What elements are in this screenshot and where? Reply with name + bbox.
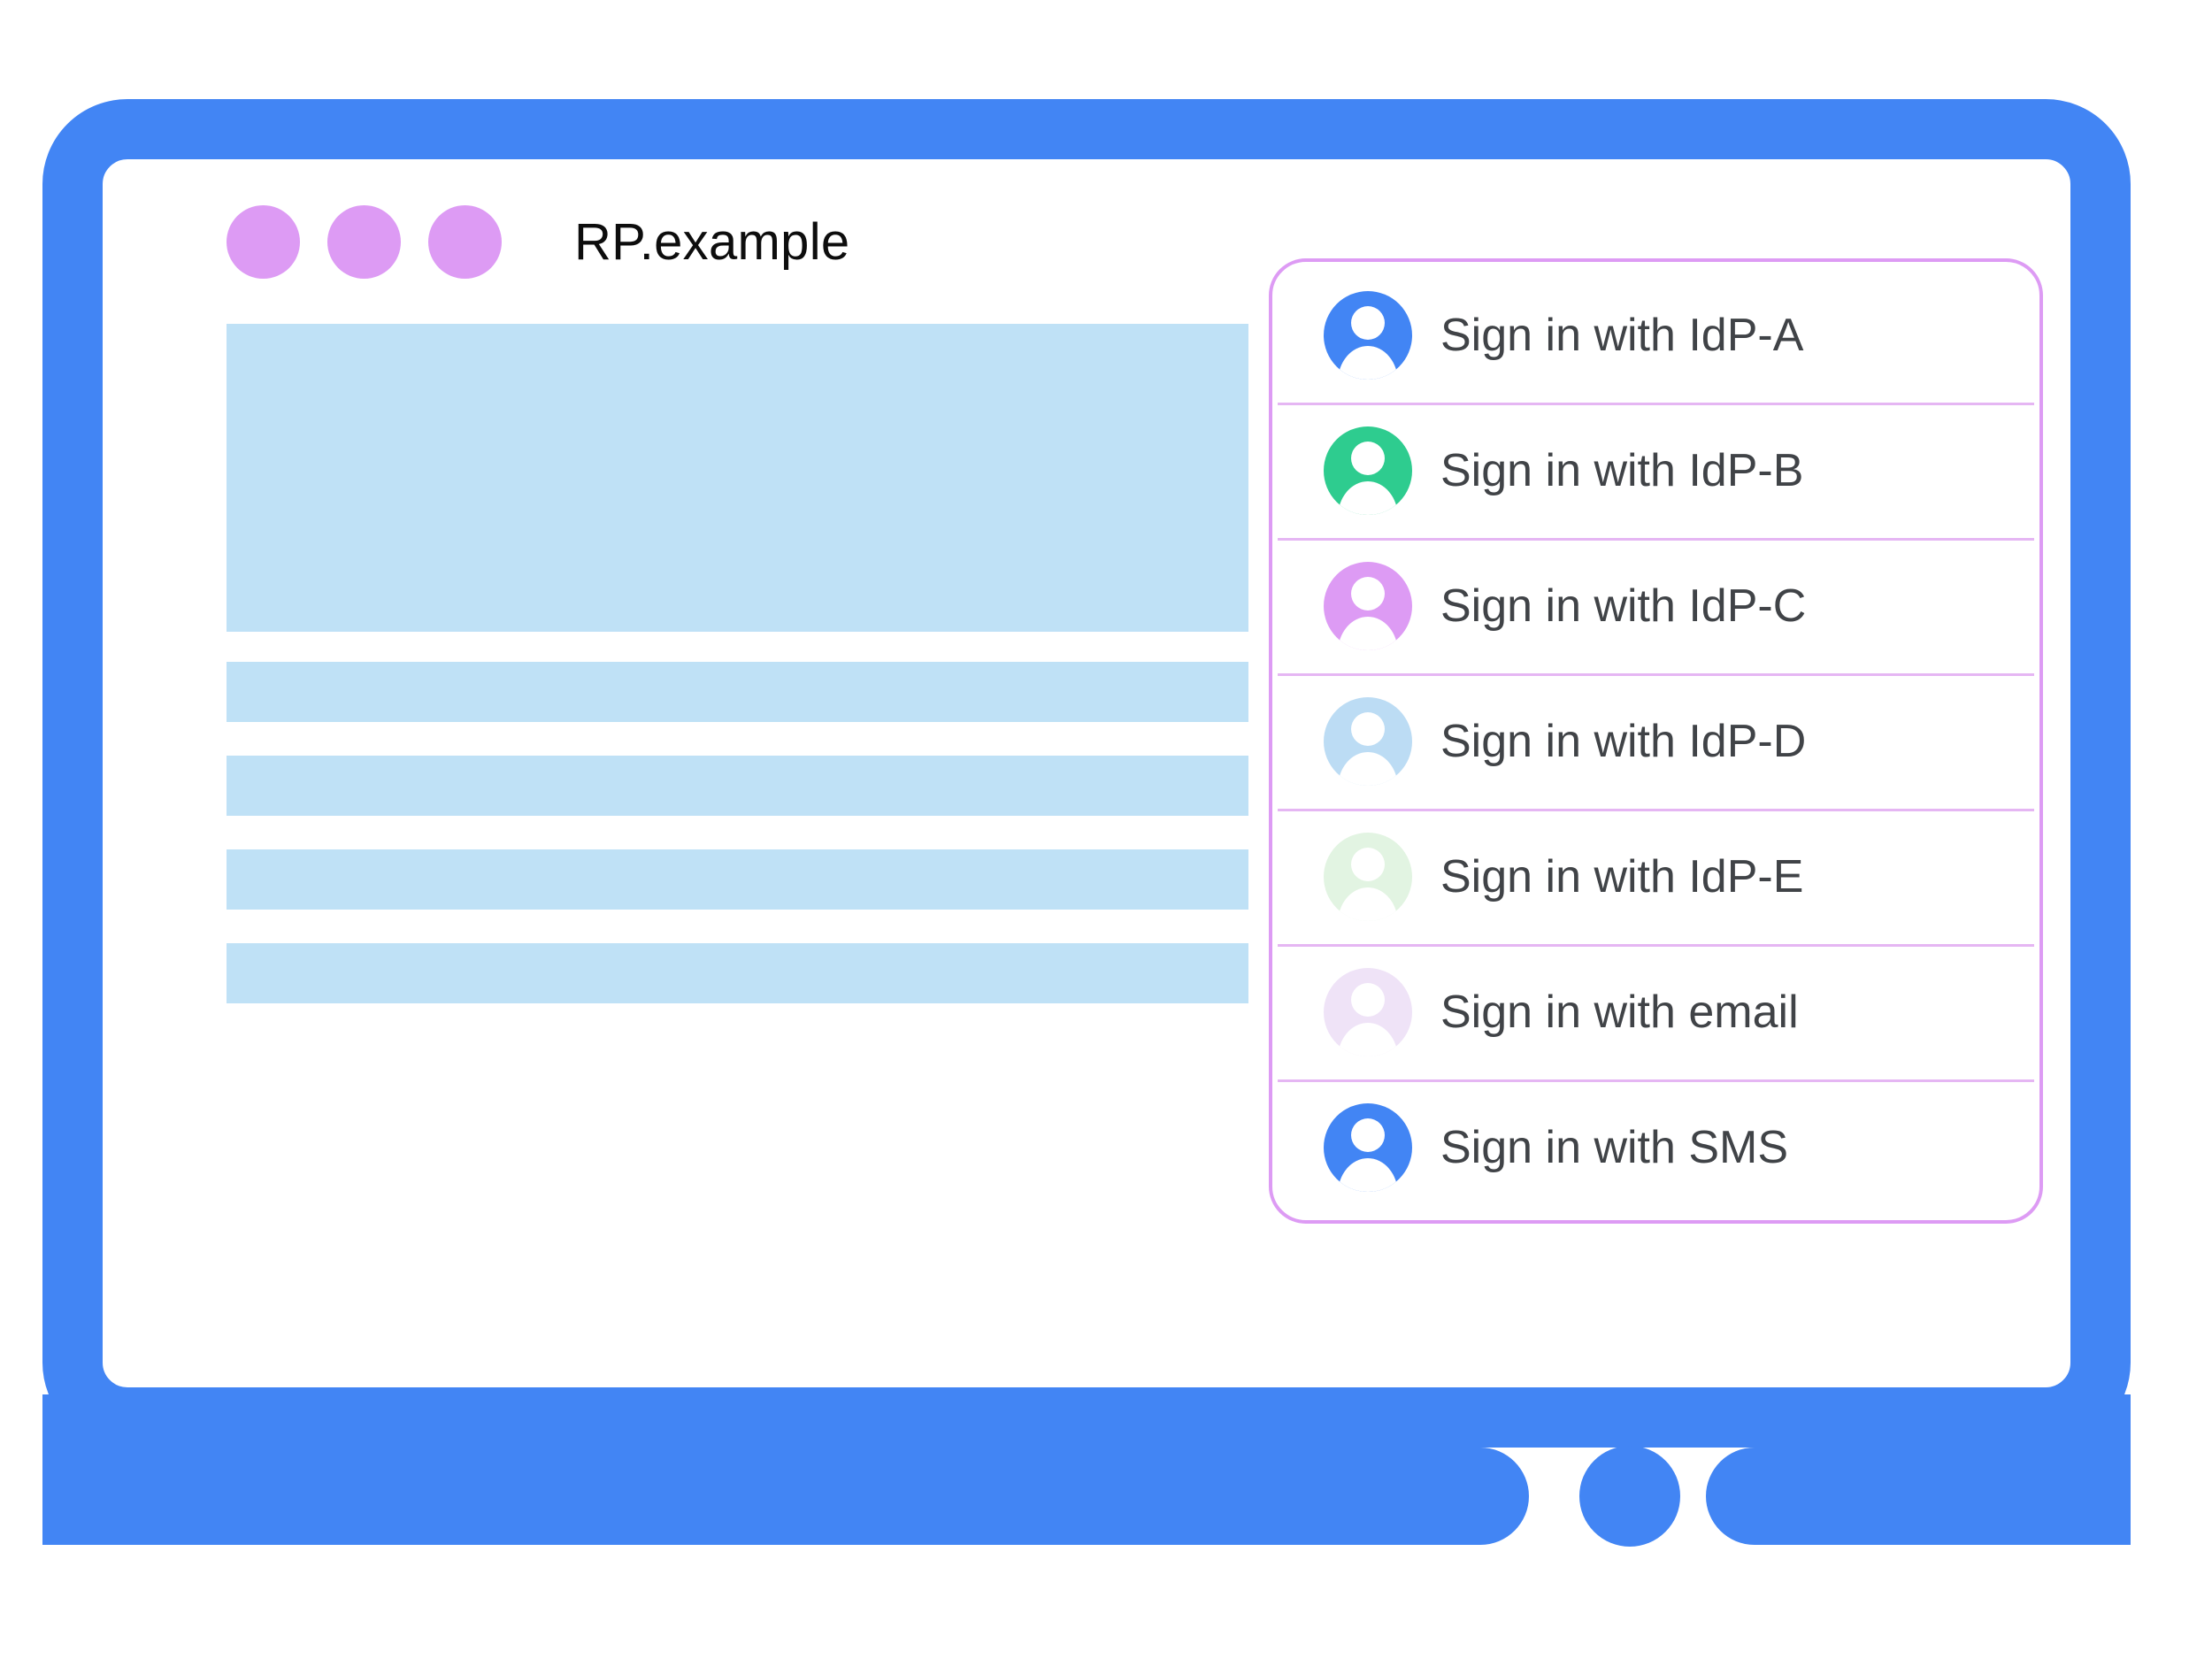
hero-placeholder (227, 324, 1248, 632)
account-row-label: Sign in with email (1440, 986, 1799, 1038)
person-avatar-icon (1324, 696, 1412, 786)
account-row-label: Sign in with IdP-D (1440, 715, 1807, 767)
device-chin-left (42, 1394, 1529, 1545)
person-avatar-icon (1324, 290, 1412, 380)
avatar-body (1338, 345, 1398, 380)
window-close-dot[interactable] (227, 204, 300, 279)
avatar-head (1351, 576, 1385, 611)
person-avatar-icon (1324, 967, 1412, 1056)
account-row-label: Sign in with SMS (1440, 1121, 1789, 1173)
account-row[interactable]: Sign in with IdP-A (1272, 267, 2039, 403)
window-maximize-dot[interactable] (428, 204, 502, 279)
avatar-body (1338, 1157, 1398, 1192)
home-button[interactable] (1579, 1446, 1680, 1547)
account-row[interactable]: Sign in with SMS (1272, 1079, 2039, 1215)
account-row[interactable]: Sign in with IdP-C (1272, 538, 2039, 673)
account-row-label: Sign in with IdP-C (1440, 580, 1807, 632)
account-chooser-panel: Sign in with IdP-A Sign in with IdP-B Sign… (1269, 258, 2043, 1224)
account-row-label: Sign in with IdP-A (1440, 309, 1804, 361)
device-chin-right (1706, 1394, 2131, 1545)
account-row[interactable]: Sign in with IdP-D (1272, 673, 2039, 809)
account-row[interactable]: Sign in with IdP-E (1272, 809, 2039, 944)
account-row-label: Sign in with IdP-E (1440, 850, 1804, 902)
avatar-head (1351, 305, 1385, 340)
avatar-body (1338, 616, 1398, 650)
page-content-placeholders (227, 324, 1248, 1037)
avatar-head (1351, 441, 1385, 475)
text-line-placeholder-1 (227, 662, 1248, 722)
avatar-body (1338, 887, 1398, 921)
person-avatar-icon (1324, 561, 1412, 650)
avatar-head (1351, 847, 1385, 881)
avatar-head (1351, 711, 1385, 746)
account-row-label: Sign in with IdP-B (1440, 444, 1804, 496)
browser-titlebar: RP.example (103, 159, 2070, 324)
avatar-body (1338, 751, 1398, 786)
person-avatar-icon (1324, 426, 1412, 515)
person-avatar-icon (1324, 832, 1412, 921)
avatar-body (1338, 480, 1398, 515)
person-avatar-icon (1324, 1102, 1412, 1192)
text-line-placeholder-2 (227, 756, 1248, 816)
text-line-placeholder-3 (227, 849, 1248, 910)
avatar-head (1351, 982, 1385, 1017)
account-row[interactable]: Sign in with IdP-B (1272, 403, 2039, 538)
avatar-body (1338, 1022, 1398, 1056)
account-row[interactable]: Sign in with email (1272, 944, 2039, 1079)
window-minimize-dot[interactable] (327, 204, 401, 279)
page-title: RP.example (574, 212, 850, 271)
text-line-placeholder-4 (227, 943, 1248, 1003)
window-controls (227, 204, 502, 279)
avatar-head (1351, 1118, 1385, 1152)
